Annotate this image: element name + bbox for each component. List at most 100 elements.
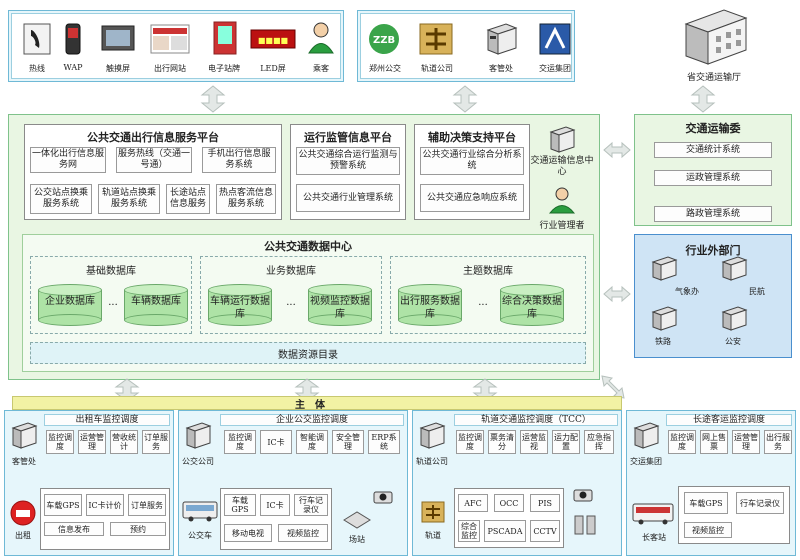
db-group-subject-title: 主题数据库 xyxy=(463,266,513,277)
platform-item-4: 轨道站点换乘服务系统 xyxy=(98,184,160,214)
decision-item-1: 公共交通应急响应系统 xyxy=(420,184,524,212)
unit-metro-server-icon xyxy=(419,422,446,449)
coach-top-1: 网上售票 xyxy=(700,430,728,454)
coach-bottom-1: 行车记录仪 xyxy=(736,492,784,514)
external-dept-title: 行业外部门 xyxy=(685,244,741,257)
bus-station-icon xyxy=(343,511,371,529)
taxi-bottom-4: 预约 xyxy=(110,522,166,536)
bus-bottom-4: 视频监控 xyxy=(278,524,328,542)
arrow-terminals-down xyxy=(200,85,226,113)
db-group-business-title: 业务数据库 xyxy=(266,266,316,277)
arrow-provincial-down xyxy=(690,85,716,113)
manager-label: 行业管理者 xyxy=(539,221,585,231)
unit-coach-owner: 交运集团 xyxy=(630,457,662,466)
committee-item-0: 交通统计系统 xyxy=(654,142,772,158)
provincial-label: 省交通运输厅 xyxy=(686,73,741,83)
unit-bus-owner: 公交公司 xyxy=(182,457,214,466)
coach-bottom-0: 车载GPS xyxy=(684,492,728,514)
metro-camera-icon xyxy=(573,489,593,502)
unit-bus-title: 企业公交监控调度 xyxy=(220,414,404,426)
metro-bottom-5: CCTV xyxy=(530,520,560,542)
committee-item-2: 路政管理系统 xyxy=(654,206,772,222)
metro-bottom-2: PIS xyxy=(530,494,560,512)
external-dept-panel xyxy=(634,234,792,358)
external-label-3: 公安 xyxy=(725,337,741,346)
transport-group-logo-icon xyxy=(539,23,571,55)
e-stop-sign-icon xyxy=(213,21,237,55)
passenger-office-server-icon xyxy=(486,23,518,55)
ellipsis-2: ··· xyxy=(478,300,488,311)
ops-item-1: 公共交通行业管理系统 xyxy=(296,184,400,212)
platform-item-2: 手机出行信息服务系统 xyxy=(202,147,276,173)
partner-label-3: 交运集团 xyxy=(539,64,571,73)
meteorology-server-icon xyxy=(651,256,678,281)
metro-top-3: 运力配置 xyxy=(552,430,580,454)
external-label-1: 民航 xyxy=(749,287,765,296)
bus-icon xyxy=(182,501,218,522)
data-catalog-label: 数据资源目录 xyxy=(278,350,338,361)
website-icon xyxy=(150,24,190,54)
ellipsis-1: ··· xyxy=(286,300,296,311)
taxi-vehicle-label: 出租 xyxy=(15,531,31,540)
terminal-label-0: 热线 xyxy=(29,64,45,73)
db-group-business xyxy=(200,256,382,334)
metro-top-1: 票务清分 xyxy=(488,430,516,454)
taxi-bottom-2: 订单服务 xyxy=(128,494,166,516)
subject-label: 主 体 xyxy=(295,400,325,411)
coach-bus-icon xyxy=(632,503,674,525)
metro-vehicle-label: 轨道 xyxy=(425,531,441,540)
metro-company-logo-icon xyxy=(419,23,453,55)
led-screen-icon: ■■■■ xyxy=(250,29,296,49)
metro-logo-icon xyxy=(421,501,445,523)
ops-platform-title: 运行监管信息平台 xyxy=(304,131,392,144)
terminal-label-4: 电子站牌 xyxy=(208,64,240,73)
metro-bottom-1: OCC xyxy=(494,494,524,512)
metro-bottom-4: PSCADA xyxy=(484,520,526,542)
taxi-bottom-1: IC卡计价 xyxy=(86,494,124,516)
wap-phone-icon xyxy=(65,23,81,55)
committee-item-1: 运政管理系统 xyxy=(654,170,772,186)
arrow-diag-bottom xyxy=(601,375,625,399)
unit-coach-title: 长途客运监控调度 xyxy=(666,414,792,426)
db-travel-service: 出行服务数据库 xyxy=(398,284,462,326)
info-center-label: 交通运输信息中心 xyxy=(530,156,594,177)
db-vehicle: 车辆数据库 xyxy=(124,284,188,326)
svg-text:■■■■: ■■■■ xyxy=(258,36,288,45)
police-server-icon xyxy=(721,306,748,331)
bus-camera-icon xyxy=(373,491,393,504)
platform-item-1: 服务热线（交通一号通） xyxy=(116,147,192,173)
data-center-title: 公共交通数据中心 xyxy=(264,240,352,253)
bus-bottom-0: 车载GPS xyxy=(224,494,256,516)
platform-item-3: 公交站点换乘服务系统 xyxy=(30,184,92,214)
taxi-top-1: 运营管理 xyxy=(78,430,106,454)
db-vehicle-ops: 车辆运行数据库 xyxy=(208,284,272,326)
db-enterprise: 企业数据库 xyxy=(38,284,102,326)
taxi-bottom-3: 信息发布 xyxy=(44,522,104,536)
terminal-label-6: 乘客 xyxy=(313,64,329,73)
taxi-icon xyxy=(10,500,36,526)
arrow-main-committee xyxy=(603,141,631,159)
coach-top-0: 监控调度 xyxy=(668,430,696,454)
subject-bar xyxy=(12,396,622,410)
terminal-label-3: 出行网站 xyxy=(154,64,186,73)
db-group-basic-title: 基础数据库 xyxy=(86,266,136,277)
metro-top-4: 应急指挥 xyxy=(584,430,614,454)
unit-metro-title: 轨道交通监控调度（TCC） xyxy=(454,414,618,426)
taxi-top-0: 监控调度 xyxy=(46,430,74,454)
ellipsis-0: ··· xyxy=(108,300,118,311)
db-video: 视频监控数据库 xyxy=(308,284,372,326)
db-group-subject xyxy=(390,256,586,334)
metro-gate-icon xyxy=(574,515,596,535)
platform-item-0: 一体化出行信息服务网 xyxy=(30,147,106,173)
transport-committee-title: 交通运输委 xyxy=(685,122,741,135)
partner-label-1: 轨道公司 xyxy=(421,64,453,73)
terminal-label-1: WAP xyxy=(63,63,83,72)
manager-icon xyxy=(548,187,576,214)
arrow-main-external xyxy=(603,285,631,303)
external-label-2: 铁路 xyxy=(655,337,671,346)
coach-top-2: 运营管理 xyxy=(732,430,760,454)
zhengzhou-bus-logo-icon: ZZB xyxy=(369,24,399,54)
bus-top-4: ERP系统 xyxy=(368,430,400,454)
taxi-top-2: 营收统计 xyxy=(110,430,138,454)
external-label-0: 气象办 xyxy=(675,287,699,296)
